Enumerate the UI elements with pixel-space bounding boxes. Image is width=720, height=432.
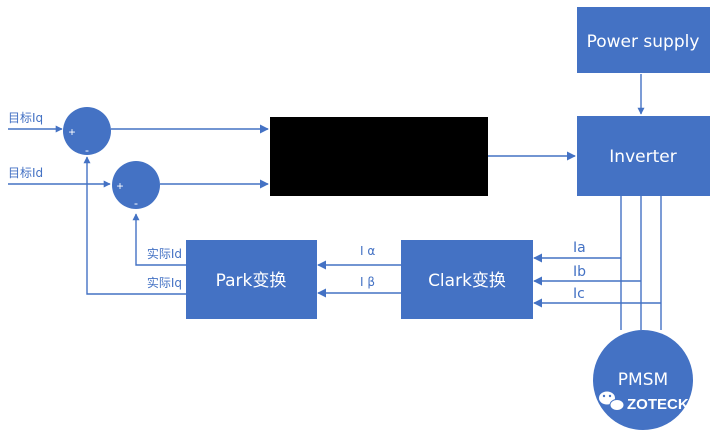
ic-label: Ic bbox=[573, 286, 585, 302]
power-supply-label: Power supply bbox=[587, 32, 700, 52]
inverter-label: Inverter bbox=[609, 147, 676, 167]
i-alpha-label: I α bbox=[360, 244, 375, 258]
target-id-label: 目标Id bbox=[8, 166, 43, 180]
clark-transform-block bbox=[401, 240, 533, 319]
actual-iq-label: 实际Iq bbox=[147, 275, 182, 290]
summer-id-minus: - bbox=[134, 196, 138, 210]
clark-transform-label: Clark变换 bbox=[428, 271, 506, 291]
summer-iq-minus: - bbox=[85, 143, 89, 157]
ib-label: Ib bbox=[573, 264, 586, 280]
watermark-text: ZOTECK bbox=[627, 396, 689, 413]
summer-id-plus: + bbox=[116, 179, 123, 193]
connectors bbox=[8, 74, 662, 330]
ia-label: Ia bbox=[573, 240, 586, 256]
arrow-actual-iq bbox=[83, 156, 186, 295]
park-transform-block bbox=[186, 240, 317, 319]
arrow-actual-id bbox=[132, 213, 186, 266]
wechat-icon bbox=[599, 391, 625, 411]
summing-junction-iq bbox=[63, 107, 111, 155]
power-supply-block bbox=[577, 7, 710, 73]
summing-junction-id bbox=[112, 161, 160, 209]
actual-id-label: 实际Id bbox=[147, 246, 182, 261]
park-transform-label: Park变换 bbox=[216, 271, 287, 291]
pmsm-label: PMSM bbox=[618, 370, 668, 390]
target-iq-label: 目标Iq bbox=[8, 111, 43, 125]
redacted-controller-block bbox=[270, 117, 488, 196]
summer-iq-plus: + bbox=[68, 125, 75, 139]
inverter-block bbox=[577, 116, 710, 196]
i-beta-label: I β bbox=[360, 275, 375, 289]
